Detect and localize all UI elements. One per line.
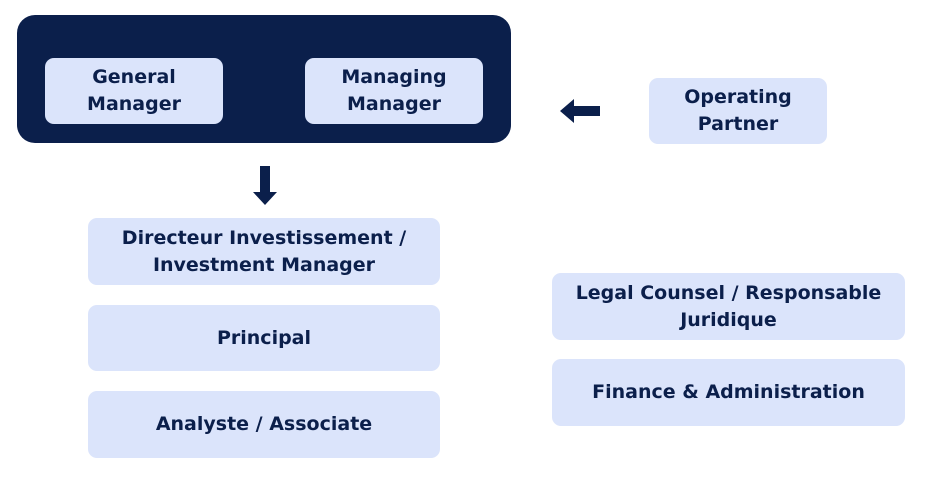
left-arrow-icon <box>560 99 600 123</box>
legal-line1: Legal Counsel / Responsable <box>575 281 882 304</box>
analyste-associate-box: Analyste / Associate <box>88 391 440 458</box>
legal-counsel-box: Legal Counsel / Responsable Juridique <box>552 273 905 340</box>
directeur-line2: Investment Manager <box>152 253 376 276</box>
managing-manager-box: Managing Manager <box>305 58 483 124</box>
directeur-line1: Directeur Investissement / <box>121 226 407 249</box>
general-manager-line2: Manager <box>87 93 181 115</box>
analyste-label: Analyste / Associate <box>155 413 373 435</box>
general-manager-line1: General <box>92 66 176 88</box>
principal-box: Principal <box>88 305 440 371</box>
general-manager-box: General Manager <box>45 58 223 124</box>
managing-manager-line2: Manager <box>347 93 441 115</box>
operating-partner-line1: Operating <box>684 86 792 108</box>
down-arrow-icon <box>253 166 277 205</box>
finance-administration-box: Finance & Administration <box>552 359 905 426</box>
principal-label: Principal <box>216 326 312 349</box>
directeur-investissement-box: Directeur Investissement / Investment Ma… <box>88 218 440 285</box>
operating-partner-line2: Partner <box>697 113 779 135</box>
operating-partner-box: Operating Partner <box>649 78 827 144</box>
legal-line2: Juridique <box>680 308 777 331</box>
finance-label: Finance & Administration <box>592 381 865 403</box>
managing-manager-line1: Managing <box>341 66 447 88</box>
